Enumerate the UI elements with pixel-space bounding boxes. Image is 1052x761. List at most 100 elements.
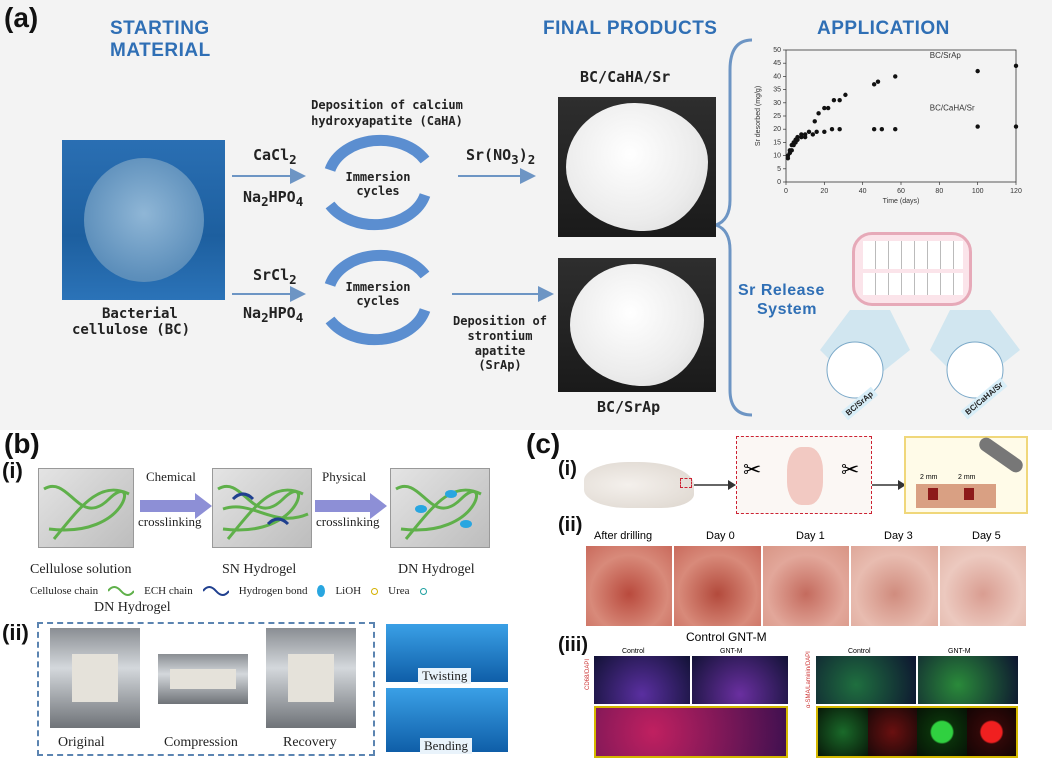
panel-c-sub-i: (i) xyxy=(558,458,577,480)
y-tick-label: 40 xyxy=(773,73,781,80)
day3-label: Day 3 xyxy=(884,530,913,542)
compression-photo xyxy=(158,654,248,704)
deposition-caha-2: hydroxyapatite (CaHA) xyxy=(311,114,463,128)
final-products-heading: FINAL PRODUCTS xyxy=(543,18,718,39)
chart-points xyxy=(785,63,1019,161)
mm-label-1: 2 mm xyxy=(920,474,938,481)
immersion-cycles-top-2: cycles xyxy=(356,184,400,198)
product-sheet-bottom xyxy=(570,264,704,386)
data-point-caha xyxy=(879,127,885,132)
wound-photo-row xyxy=(586,546,1027,626)
cellulose-chain-icon xyxy=(108,586,135,596)
drill-hole-1 xyxy=(928,488,938,500)
na2hpo4-label-top: Na2HPO4 xyxy=(243,188,304,209)
fluor-zoom-sma xyxy=(816,706,1018,758)
data-point-caha xyxy=(822,129,827,135)
data-point-caha xyxy=(814,129,819,135)
sn-hydrogel-cube xyxy=(212,468,312,548)
product-sheet-top xyxy=(566,103,708,231)
hydrogen-bond-icon xyxy=(317,585,326,597)
release-arrows xyxy=(820,310,1020,399)
y-tick-label: 0 xyxy=(777,179,781,186)
data-point-srap xyxy=(816,111,821,116)
cycle-arrow-top-upper xyxy=(324,134,430,173)
srcl2-label: SrCl2 xyxy=(253,266,297,287)
cellulose-solution-label: Cellulose solution xyxy=(30,562,132,577)
control-gnt-label: Control GNT-M xyxy=(686,630,767,644)
y-tick-label: 20 xyxy=(773,126,781,133)
panel-b-label: (b) xyxy=(4,428,40,459)
chart-frame xyxy=(785,49,1017,183)
original-photo xyxy=(50,628,140,728)
drilling-illustration: 2 mm 2 mm xyxy=(904,434,1028,514)
chart-ylabel: Sr desorbed (mg/g) xyxy=(755,86,762,146)
data-point-srap xyxy=(806,129,812,135)
series-label-srap: BC/SrAp xyxy=(930,51,962,60)
y-tick-label: 10 xyxy=(773,153,781,160)
dn-hydrogel-label: DN Hydrogel xyxy=(398,562,475,577)
bc-srap-photo xyxy=(558,258,716,392)
series-label-caha: BC/CaHA/Sr xyxy=(930,104,975,113)
data-point-srap xyxy=(822,105,827,111)
lower-teeth xyxy=(863,273,963,295)
physical-label: Physical xyxy=(322,469,367,484)
legend-cellulose: Cellulose chain xyxy=(30,585,99,597)
twisting-label: Twisting xyxy=(418,668,472,684)
panel-a-label: (a) xyxy=(4,2,39,33)
scissors-icon-left: ✂ xyxy=(743,457,762,482)
sma-red-gnt xyxy=(966,708,1016,756)
sma-green-gnt xyxy=(917,708,967,756)
x-tick-label: 40 xyxy=(859,188,867,195)
data-point-srap xyxy=(812,119,817,124)
cycle-arrow-bottom-upper xyxy=(324,249,430,288)
sma-green-control xyxy=(818,708,868,756)
x-tick-label: 60 xyxy=(897,188,905,195)
data-point-caha xyxy=(893,127,898,132)
data-point-caha xyxy=(799,134,804,140)
rat-illustration xyxy=(584,462,694,508)
panel-c-label: (c) xyxy=(526,428,561,459)
fluor-control-cd68 xyxy=(594,656,690,704)
wound-photo-day5 xyxy=(939,546,1027,626)
data-point-srap xyxy=(871,82,877,87)
wound-photo-after-drilling xyxy=(586,546,673,626)
panel-c-arrows xyxy=(694,480,906,490)
immersion-cycles-top-1: Immersion xyxy=(345,170,411,184)
starting-material-heading: STARTING MATERIAL xyxy=(110,18,211,61)
sr-release-2: System xyxy=(757,301,817,318)
data-point-srap xyxy=(975,68,980,74)
deposition-caha-1: Deposition of calcium xyxy=(311,98,463,112)
mm-label-2: 2 mm xyxy=(958,474,976,481)
panel-c-sub-iii: (iii) xyxy=(558,634,588,656)
na2hpo4-label-bottom: Na2HPO4 xyxy=(243,304,304,325)
lioh-icon xyxy=(371,587,379,595)
data-point-srap xyxy=(1013,63,1019,69)
original-label: Original xyxy=(58,735,105,750)
application-brace xyxy=(711,38,753,417)
drill-hole-2 xyxy=(964,488,974,500)
data-point-caha xyxy=(1013,124,1019,129)
sr-release-1: Sr Release xyxy=(738,282,825,299)
fl-gnt-label-2: GNT-M xyxy=(948,648,971,655)
data-point-caha xyxy=(829,127,835,132)
panel-b-sub-i: (i) xyxy=(2,458,23,483)
urea-icon xyxy=(419,587,427,595)
physical-crosslinking-label: crosslinking xyxy=(316,514,380,529)
recovery-photo xyxy=(266,628,356,728)
panel-b-sub-ii: (ii) xyxy=(2,620,29,645)
y-tick-label: 30 xyxy=(773,100,781,107)
product-srap-label: BC/SrAp xyxy=(597,398,661,416)
bc-caha-sr-photo xyxy=(558,97,716,237)
panel-c-sub-ii: (ii) xyxy=(558,514,583,536)
data-point-caha xyxy=(810,132,816,137)
panel-b-process-arrows xyxy=(140,493,387,519)
x-tick-label: 100 xyxy=(972,188,984,195)
x-tick-label: 120 xyxy=(1010,188,1022,195)
after-drilling-label: After drilling xyxy=(594,530,653,542)
immersion-cycles-bottom-2: cycles xyxy=(356,294,400,308)
jaw-illustration xyxy=(852,232,972,306)
scissors-icon-right: ✂ xyxy=(841,457,860,482)
y-tick-label: 35 xyxy=(773,87,781,94)
stain-label-2: α-SMA/Laminin/DAPI xyxy=(806,651,812,708)
y-tick-label: 45 xyxy=(773,60,781,67)
